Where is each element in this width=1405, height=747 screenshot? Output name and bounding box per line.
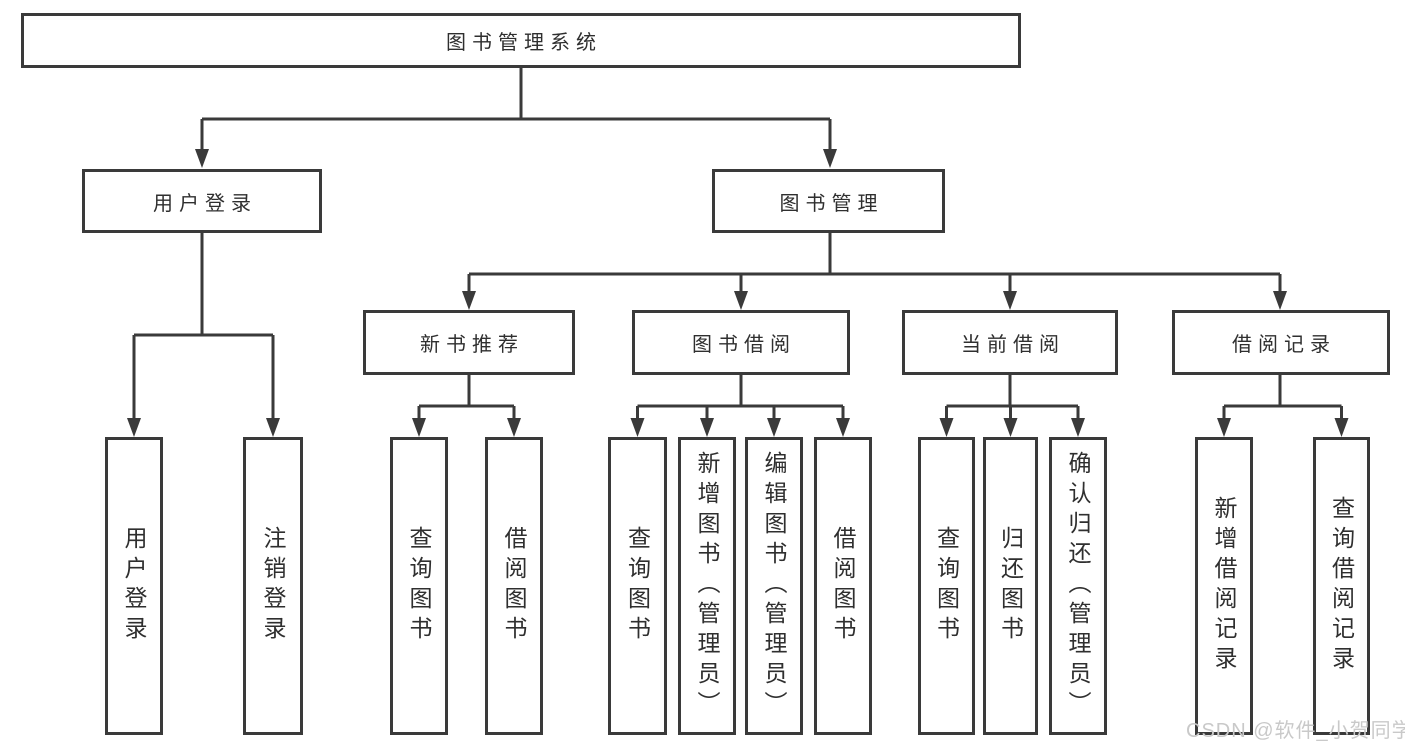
leaf-newbook-borrow-book: 借阅图书	[485, 437, 543, 735]
leaf-user-login: 用户登录	[105, 437, 163, 735]
node-root: 图书管理系统	[21, 13, 1021, 68]
leaf-borrow-edit-book-admin-label: 编辑图书（管理员）	[761, 451, 787, 721]
leaf-borrow-borrow-book: 借阅图书	[814, 437, 872, 735]
node-book-management-label: 图书管理	[779, 192, 884, 215]
node-borrow-records: 借阅记录	[1172, 310, 1390, 375]
node-new-book-recommend-label: 新书推荐	[420, 334, 524, 356]
leaf-borrow-query-book-label: 查询图书	[624, 526, 651, 646]
node-book-borrow-label: 图书借阅	[692, 334, 796, 356]
node-borrow-records-label: 借阅记录	[1232, 334, 1336, 356]
node-user-login-label: 用户登录	[153, 192, 257, 215]
node-user-login: 用户登录	[82, 169, 322, 233]
leaf-current-return-book: 归还图书	[983, 437, 1038, 735]
leaf-newbook-query-book-label: 查询图书	[406, 526, 432, 646]
leaf-records-query-record-label: 查询借阅记录	[1328, 496, 1355, 676]
leaf-records-add-record-label: 新增借阅记录	[1211, 496, 1237, 676]
leaf-records-query-record: 查询借阅记录	[1313, 437, 1370, 735]
leaf-newbook-query-book: 查询图书	[390, 437, 448, 735]
leaf-logout-label: 注销登录	[260, 526, 286, 646]
leaf-records-add-record: 新增借阅记录	[1195, 437, 1253, 735]
node-book-management: 图书管理	[712, 169, 945, 233]
leaf-borrow-query-book: 查询图书	[608, 437, 667, 735]
leaf-current-return-book-label: 归还图书	[997, 526, 1024, 646]
leaf-user-login-label: 用户登录	[121, 526, 147, 646]
leaf-borrow-add-book-admin: 新增图书（管理员）	[678, 437, 736, 735]
leaf-borrow-edit-book-admin: 编辑图书（管理员）	[745, 437, 803, 735]
node-current-borrow-label: 当前借阅	[961, 334, 1065, 356]
arrowheads	[127, 149, 1349, 437]
node-book-borrow: 图书借阅	[632, 310, 850, 375]
connector-segments	[132, 68, 1343, 424]
leaf-logout: 注销登录	[243, 437, 303, 735]
leaf-current-query-book: 查询图书	[918, 437, 975, 735]
leaf-borrow-borrow-book-label: 借阅图书	[830, 526, 856, 646]
leaf-current-query-book-label: 查询图书	[933, 526, 960, 646]
node-new-book-recommend: 新书推荐	[363, 310, 575, 375]
csdn-watermark: CSDN @软件_小贺同学	[1186, 720, 1405, 742]
node-current-borrow: 当前借阅	[902, 310, 1118, 375]
leaf-newbook-borrow-book-label: 借阅图书	[501, 526, 527, 646]
leaf-current-confirm-return-admin: 确认归还（管理员）	[1049, 437, 1107, 735]
leaf-current-confirm-return-admin-label: 确认归还（管理员）	[1065, 451, 1091, 721]
leaf-borrow-add-book-admin-label: 新增图书（管理员）	[694, 451, 720, 721]
node-root-label: 图书管理系统	[446, 32, 602, 54]
